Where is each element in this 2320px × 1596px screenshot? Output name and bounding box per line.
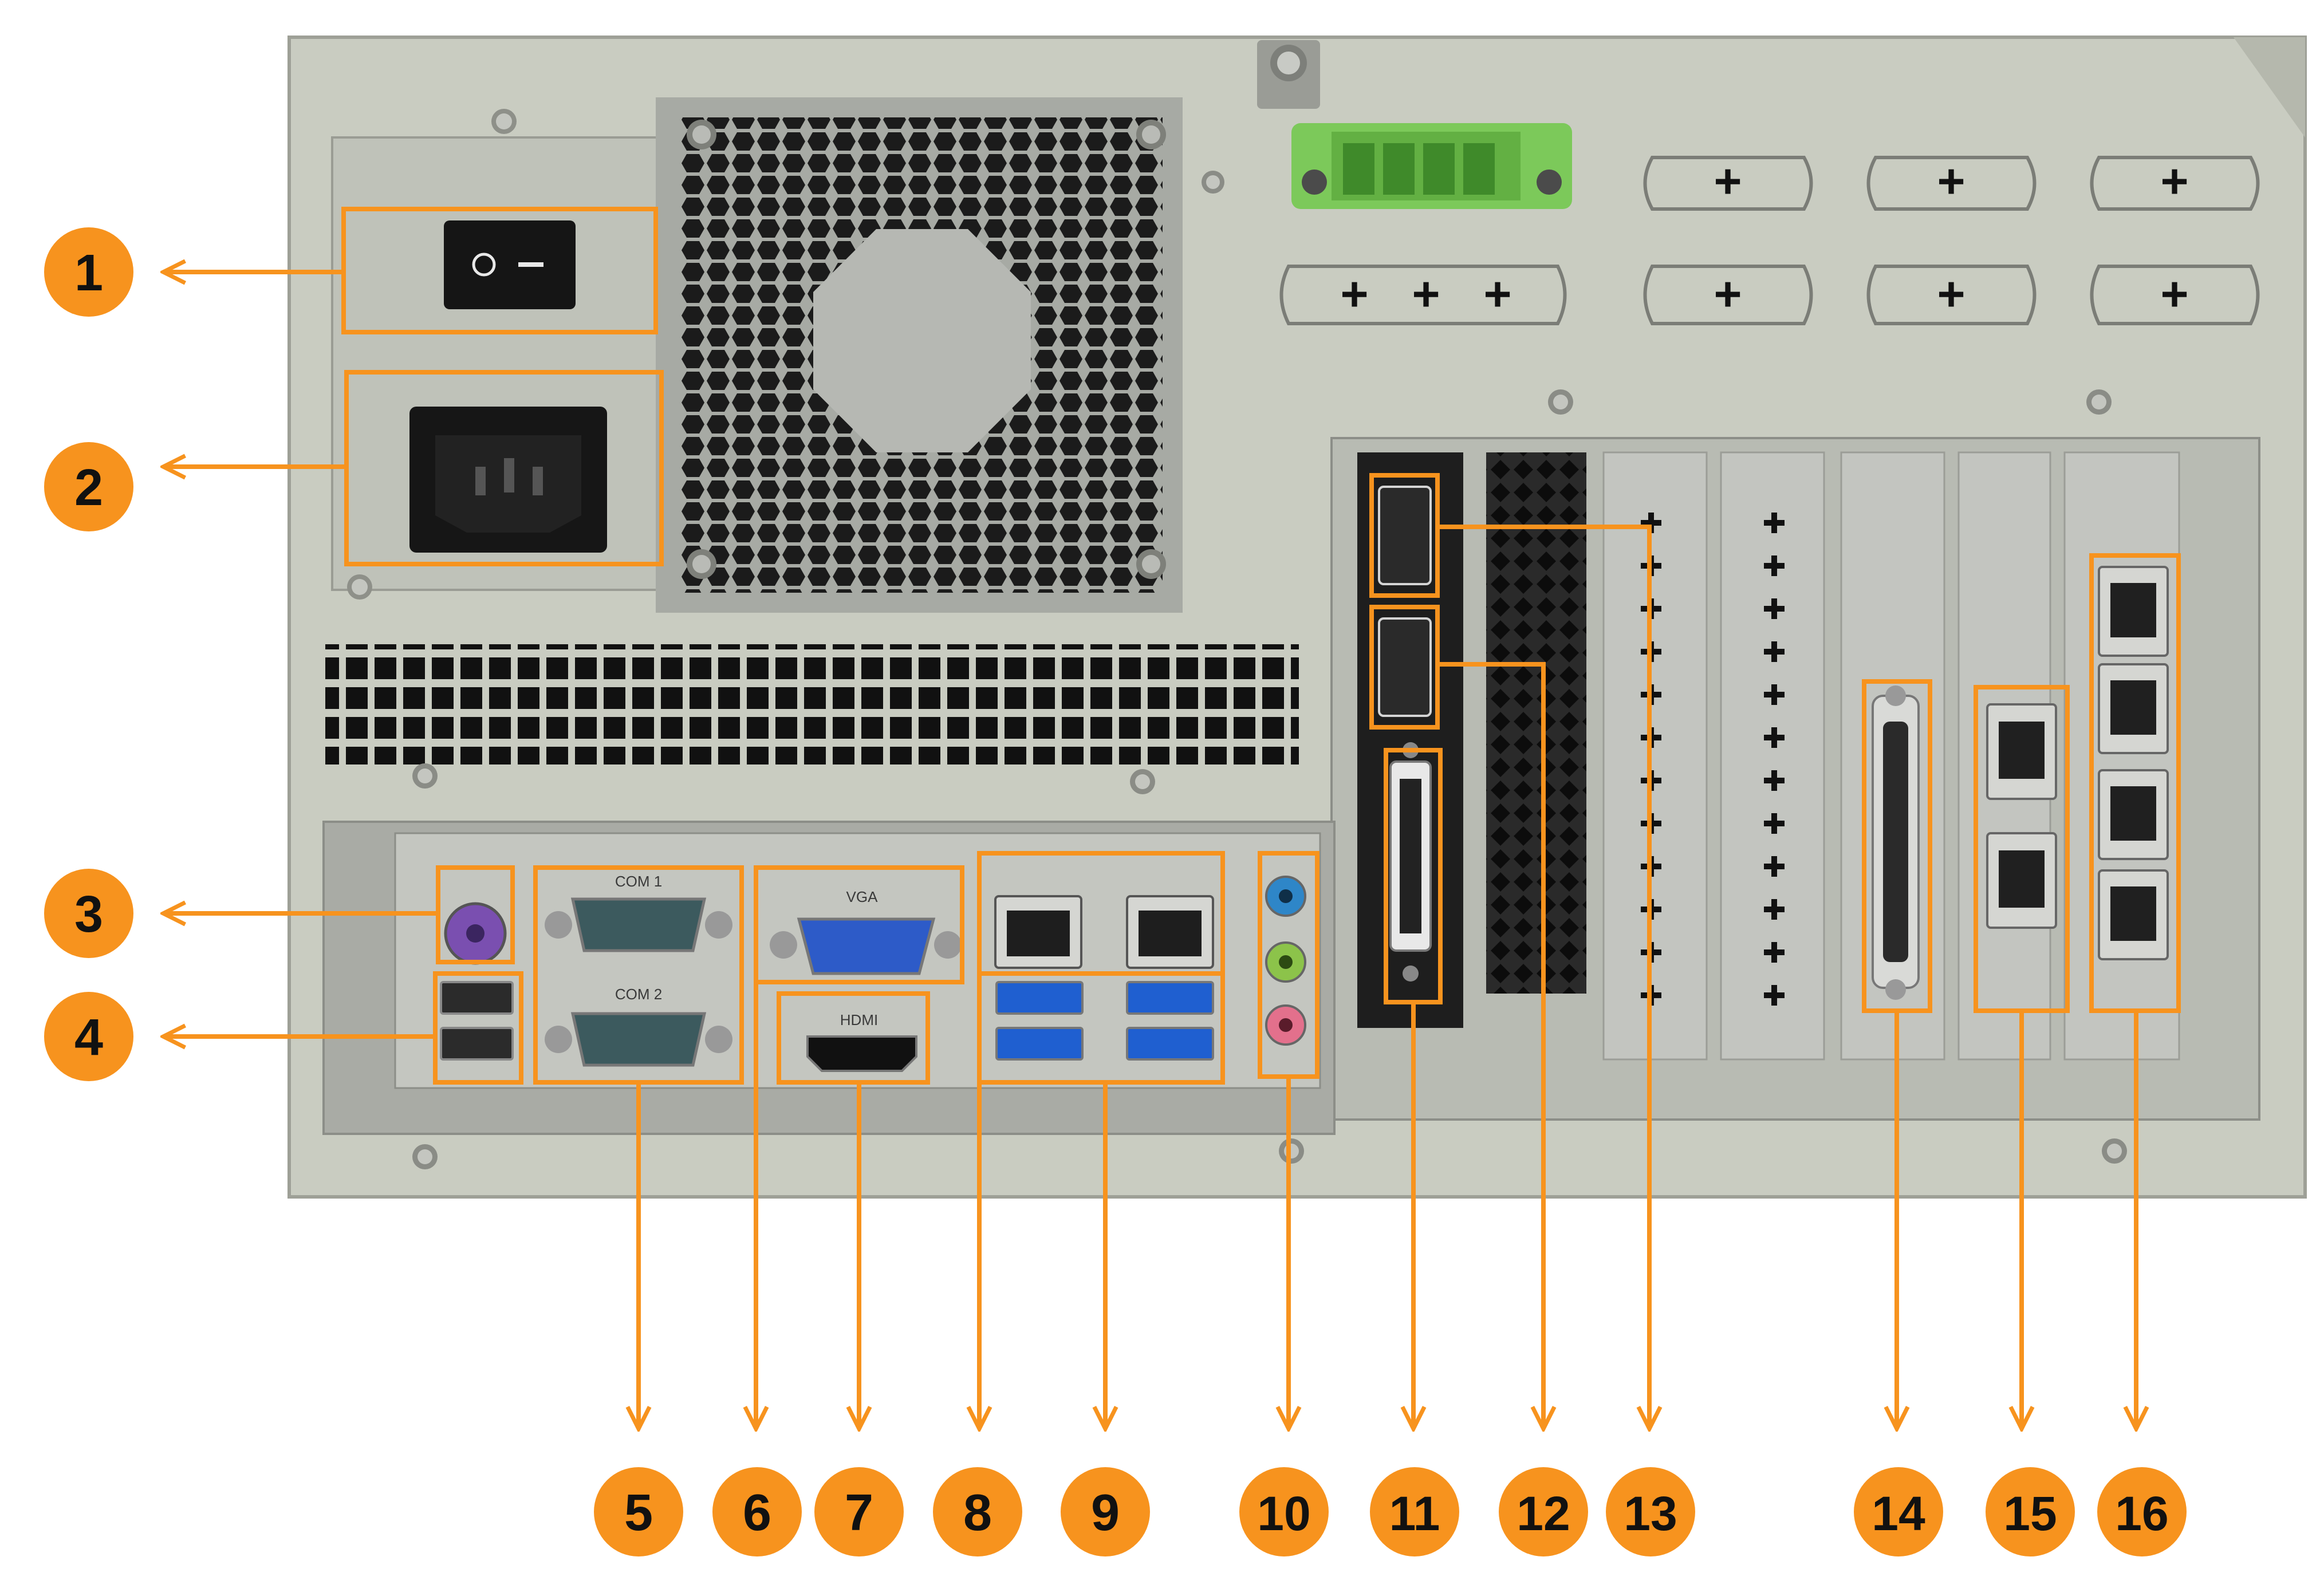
fan — [656, 97, 1183, 613]
callout-12: 12 — [1499, 1467, 1588, 1556]
terminal-block-icon — [1291, 123, 1572, 209]
vga-port-icon[interactable] — [797, 917, 936, 975]
serial-port-icon[interactable] — [570, 897, 707, 952]
psu-area — [331, 109, 665, 600]
callout-7: 7 — [814, 1467, 904, 1556]
svg-text:+: + — [1340, 267, 1368, 321]
usb3-port-icon[interactable] — [1126, 981, 1214, 1015]
callout-13: 13 — [1606, 1467, 1695, 1556]
svg-text:+: + — [2160, 154, 2188, 208]
svg-text:+: + — [1483, 267, 1511, 321]
callout-number: 15 — [2003, 1487, 2057, 1540]
callout-9: 9 — [1061, 1467, 1150, 1556]
highlight-4 — [433, 971, 523, 1085]
callout-number: 1 — [74, 245, 103, 302]
svg-text:+: + — [1937, 154, 1965, 208]
fan-hub — [813, 229, 1031, 452]
vga-label: VGA — [846, 888, 879, 905]
callout-number: 13 — [1624, 1487, 1677, 1540]
knockout-7: + — [2090, 265, 2260, 325]
knockout-6: + — [1866, 265, 2037, 325]
callout-number: 9 — [1091, 1484, 1120, 1542]
com2-label: COM 2 — [615, 986, 662, 1003]
callout-15: 15 — [1986, 1467, 2075, 1556]
highlight-12 — [1369, 605, 1440, 730]
callout-number: 6 — [743, 1484, 771, 1542]
callout-4: 4 — [44, 992, 133, 1081]
knockout-4: + + + — [1279, 265, 1567, 325]
svg-text:+: + — [2160, 267, 2188, 321]
callout-number: 2 — [74, 459, 103, 517]
hdmi-label: HDMI — [840, 1011, 878, 1028]
callout-number: 16 — [2115, 1487, 2168, 1540]
callout-6: 6 — [712, 1467, 802, 1556]
knockout-1: + — [1643, 154, 1813, 211]
callout-3: 3 — [44, 869, 133, 958]
callout-number: 14 — [1872, 1487, 1925, 1540]
serial-port-icon[interactable] — [570, 1012, 707, 1067]
callout-number: 7 — [845, 1484, 873, 1542]
knockout-plugs: + + + + + + + + + — [1279, 154, 2260, 325]
callout-number: 10 — [1257, 1487, 1310, 1540]
callout-number: 3 — [74, 886, 103, 943]
usb3-port-icon[interactable] — [995, 981, 1084, 1015]
callout-11: 11 — [1370, 1467, 1459, 1556]
callout-5: 5 — [594, 1467, 683, 1556]
callout-14: 14 — [1854, 1467, 1943, 1556]
callout-2: 2 — [44, 442, 133, 531]
knockout-3: + — [2090, 154, 2260, 211]
displayport-icon[interactable] — [1378, 486, 1432, 585]
svg-text:+: + — [1714, 267, 1742, 321]
callout-number: 5 — [624, 1484, 653, 1542]
usb3-port-icon[interactable] — [995, 1027, 1084, 1061]
power-switch-icon[interactable] — [444, 220, 576, 309]
hdmi-port-icon[interactable] — [806, 1035, 917, 1072]
svg-text:+: + — [1412, 267, 1440, 321]
highlight-7 — [777, 991, 930, 1085]
knockout-2: + — [1866, 154, 2037, 211]
leader-lines — [163, 272, 2136, 1429]
callout-badges: 1 2 3 4 5 6 7 8 9 10 11 12 13 14 15 16 — [44, 227, 2187, 1556]
callout-number: 4 — [74, 1009, 103, 1066]
usb2-port-icon[interactable] — [440, 981, 514, 1015]
usb2-port-icon[interactable] — [440, 1027, 514, 1061]
top-mount — [1202, 40, 1572, 209]
callout-10: 10 — [1239, 1467, 1329, 1556]
callout-number: 8 — [963, 1484, 992, 1542]
svg-text:+: + — [1937, 267, 1965, 321]
callout-1: 1 — [44, 227, 133, 317]
displayport-icon[interactable] — [1378, 617, 1432, 717]
ventilation-slots — [325, 644, 1299, 764]
knockout-5: + — [1643, 265, 1813, 325]
highlight-13 — [1369, 473, 1440, 598]
svg-text:+: + — [1714, 154, 1742, 208]
com1-label: COM 1 — [615, 873, 662, 890]
gpu-mesh — [1486, 452, 1586, 994]
callout-number: 11 — [1389, 1487, 1440, 1540]
callout-16: 16 — [2097, 1467, 2187, 1556]
callout-number: 12 — [1517, 1487, 1570, 1540]
callout-8: 8 — [933, 1467, 1022, 1556]
usb3-port-icon[interactable] — [1126, 1027, 1214, 1061]
